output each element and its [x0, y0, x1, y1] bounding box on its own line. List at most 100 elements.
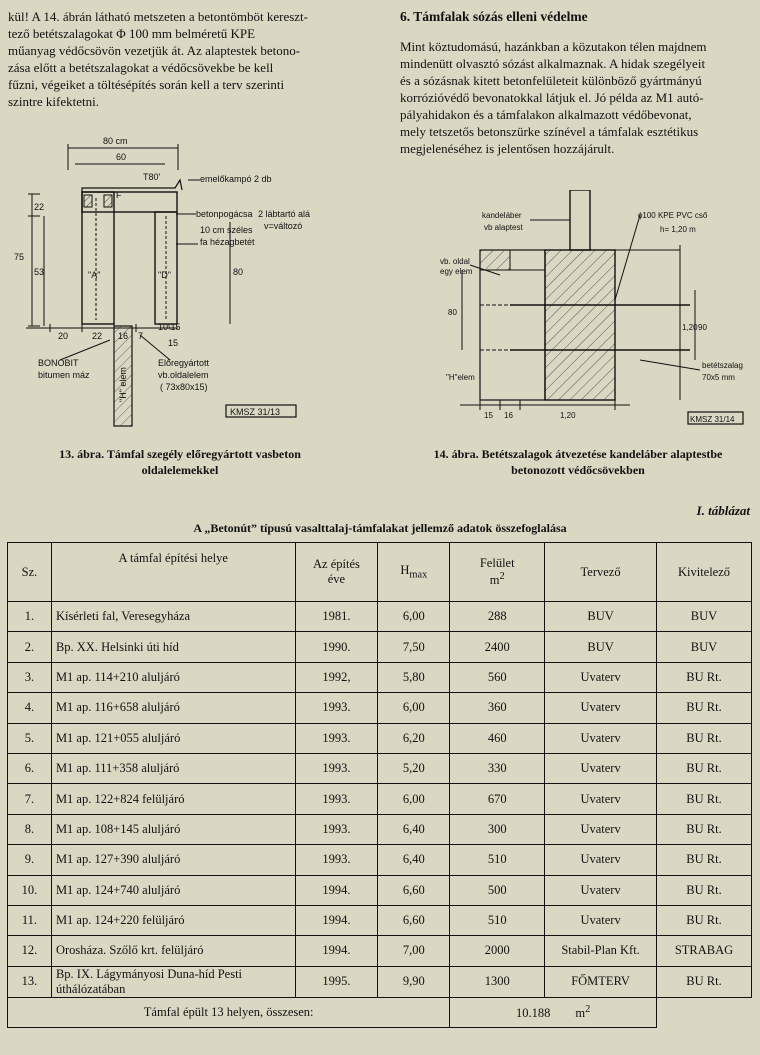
dim-label: 15: [484, 411, 493, 420]
cell-hely: M1 ap. 116+658 aluljáró: [50, 692, 296, 724]
cell-kivitelezo: BU Rt.: [656, 904, 752, 937]
total-value-cell: 10.188 m2: [449, 996, 658, 1029]
dim-label: 22: [92, 331, 102, 341]
cell-tervezo: BUV: [544, 600, 658, 633]
cell-hmax: 6,40: [377, 844, 451, 876]
cell-kivitelezo: STRABAG: [656, 935, 752, 967]
cell-sz: 9.: [7, 844, 52, 876]
text-line: mely tetszetős betonszürke színével a tá…: [400, 124, 699, 139]
stamp-label: KMSZ 31/14: [690, 415, 735, 424]
fig-label: egy elem: [440, 267, 473, 276]
cell-tervezo: BUV: [544, 631, 658, 663]
cell-sz: 6.: [7, 752, 52, 785]
dim-label: 16: [504, 411, 513, 420]
header-sub: max: [409, 569, 428, 581]
cell-kivitelezo: BU Rt.: [656, 965, 752, 998]
fig-label: fa hézagbetét: [200, 237, 255, 247]
cell-felulet: 360: [449, 692, 546, 724]
cell-ev: 1993.: [294, 813, 379, 846]
cell-ev: 1993.: [294, 783, 379, 815]
cell-hely: Bp. IX. Lágymányosi Duna-híd Pesti úthál…: [50, 965, 296, 998]
fig-label: kandeláber: [482, 211, 522, 220]
cell-hely: Bp. XX. Helsinki úti híd: [50, 631, 296, 663]
fig-label: T80': [143, 172, 161, 182]
cell-hely: Kísérleti fal, Veresegyháza: [50, 600, 296, 633]
cell-hely: M1 ap. 121+055 aluljáró: [50, 722, 296, 754]
cell-sz: 5.: [7, 722, 52, 754]
fig-label: "H" elem: [118, 367, 128, 402]
fig-label: "D": [158, 270, 171, 280]
text-line: szintre kifektetni.: [8, 94, 99, 109]
cell-sz: 8.: [7, 813, 52, 846]
cell-hmax: 6,20: [377, 722, 451, 754]
fig-label: BONOBIT: [38, 358, 79, 368]
section-heading: 6. Támfalak sózás elleni védelme: [400, 9, 588, 24]
cell-felulet: 330: [449, 752, 546, 785]
cell-kivitelezo: BUV: [656, 631, 752, 663]
dim-label: 80: [448, 308, 457, 317]
fig-label: F: [116, 190, 122, 200]
caption-line: betonozott védőcsövekben: [511, 463, 645, 477]
cell-sz: 3.: [7, 661, 52, 694]
figure-13-drawing: 80 cm 60 T80' emelőkampó 2 db betonpogác…: [14, 136, 310, 427]
fig-label: 2 lábtartó alá: [258, 209, 310, 219]
cell-ev: 1993.: [294, 692, 379, 724]
cell-hmax: 5,20: [377, 752, 451, 785]
dim-label: 1,20: [682, 323, 698, 332]
cell-felulet: 1300: [449, 965, 546, 998]
dim-label: 7: [138, 331, 143, 341]
total-unit: m: [575, 1005, 586, 1020]
cell-felulet: 288: [449, 600, 546, 633]
fig-label: vb.oldalelem: [158, 370, 209, 380]
fig-label: "A": [88, 270, 100, 280]
col-header-ev: Az építés éve: [294, 542, 379, 602]
table-total-row: Támfal épült 13 helyen, összesen:10.188 …: [6, 996, 752, 1029]
cell-hmax: 6,00: [377, 600, 451, 633]
cell-hmax: 7,00: [377, 935, 451, 967]
text-line: mindenütt olvasztó sózást alkalmaznak. A…: [400, 56, 706, 71]
cell-hely: M1 ap. 124+220 felüljáró: [50, 904, 296, 937]
header-line: Felület: [479, 555, 515, 570]
col-header-hmax: Hmax: [377, 542, 451, 602]
fig-label: betétszalag: [702, 361, 743, 370]
cell-hmax: 6,60: [377, 874, 451, 906]
text-line: korrózióvédő bevonatokkal látjuk el. Jó …: [400, 90, 704, 105]
fig-label: v=változó: [264, 221, 302, 231]
cell-felulet: 500: [449, 874, 546, 906]
cell-ev: 1995.: [294, 965, 379, 998]
stamp-label: KMSZ 31/13: [230, 407, 280, 417]
cell-hmax: 9,90: [377, 965, 451, 998]
text-line: Mint köztudomású, hazánkban a közutakon …: [400, 39, 707, 54]
cell-tervezo: Uvaterv: [544, 813, 658, 846]
cell-hmax: 7,50: [377, 631, 451, 663]
dim-label: 10\15: [158, 322, 181, 332]
cell-hely: M1 ap. 127+390 aluljáró: [50, 844, 296, 876]
cell-tervezo: FŐMTERV: [544, 965, 658, 998]
col-header-hely: A támfal építési helye: [50, 542, 296, 602]
table-number: I. táblázat: [696, 503, 750, 518]
text-line: pályahidakon és a támfalakon alkalmazott…: [400, 107, 692, 122]
fig-label: Előregyártott: [158, 358, 210, 368]
cell-sz: 10.: [7, 874, 52, 906]
cell-hely: M1 ap. 124+740 aluljáró: [50, 874, 296, 906]
caption-line: 13. ábra. Támfal szegély előregyártott v…: [59, 447, 301, 461]
table-title: A „Betonút” típusú vasalttalaj-támfalaka…: [193, 521, 567, 535]
cell-ev: 1981.: [294, 600, 379, 633]
cell-hely: Orosháza. Szőlő krt. felüljáró: [50, 935, 296, 967]
cell-ev: 1990.: [294, 631, 379, 663]
text-line: fűzni, végeiket a töltésépítés során kel…: [8, 77, 285, 92]
cell-hely: M1 ap. 114+210 aluljáró: [50, 661, 296, 694]
cell-tervezo: Uvaterv: [544, 874, 658, 906]
cell-tervezo: Uvaterv: [544, 783, 658, 815]
dim-label: 22: [34, 202, 44, 212]
cell-kivitelezo: BU Rt.: [656, 692, 752, 724]
dim-label: 20: [58, 331, 68, 341]
cell-ev: 1994.: [294, 904, 379, 937]
data-table: Sz. A támfal építési helye Az építés éve…: [6, 542, 752, 1029]
figure-14-drawing: kandeláber vb alaptest ɸ100 KPE PVC cső …: [440, 190, 744, 425]
